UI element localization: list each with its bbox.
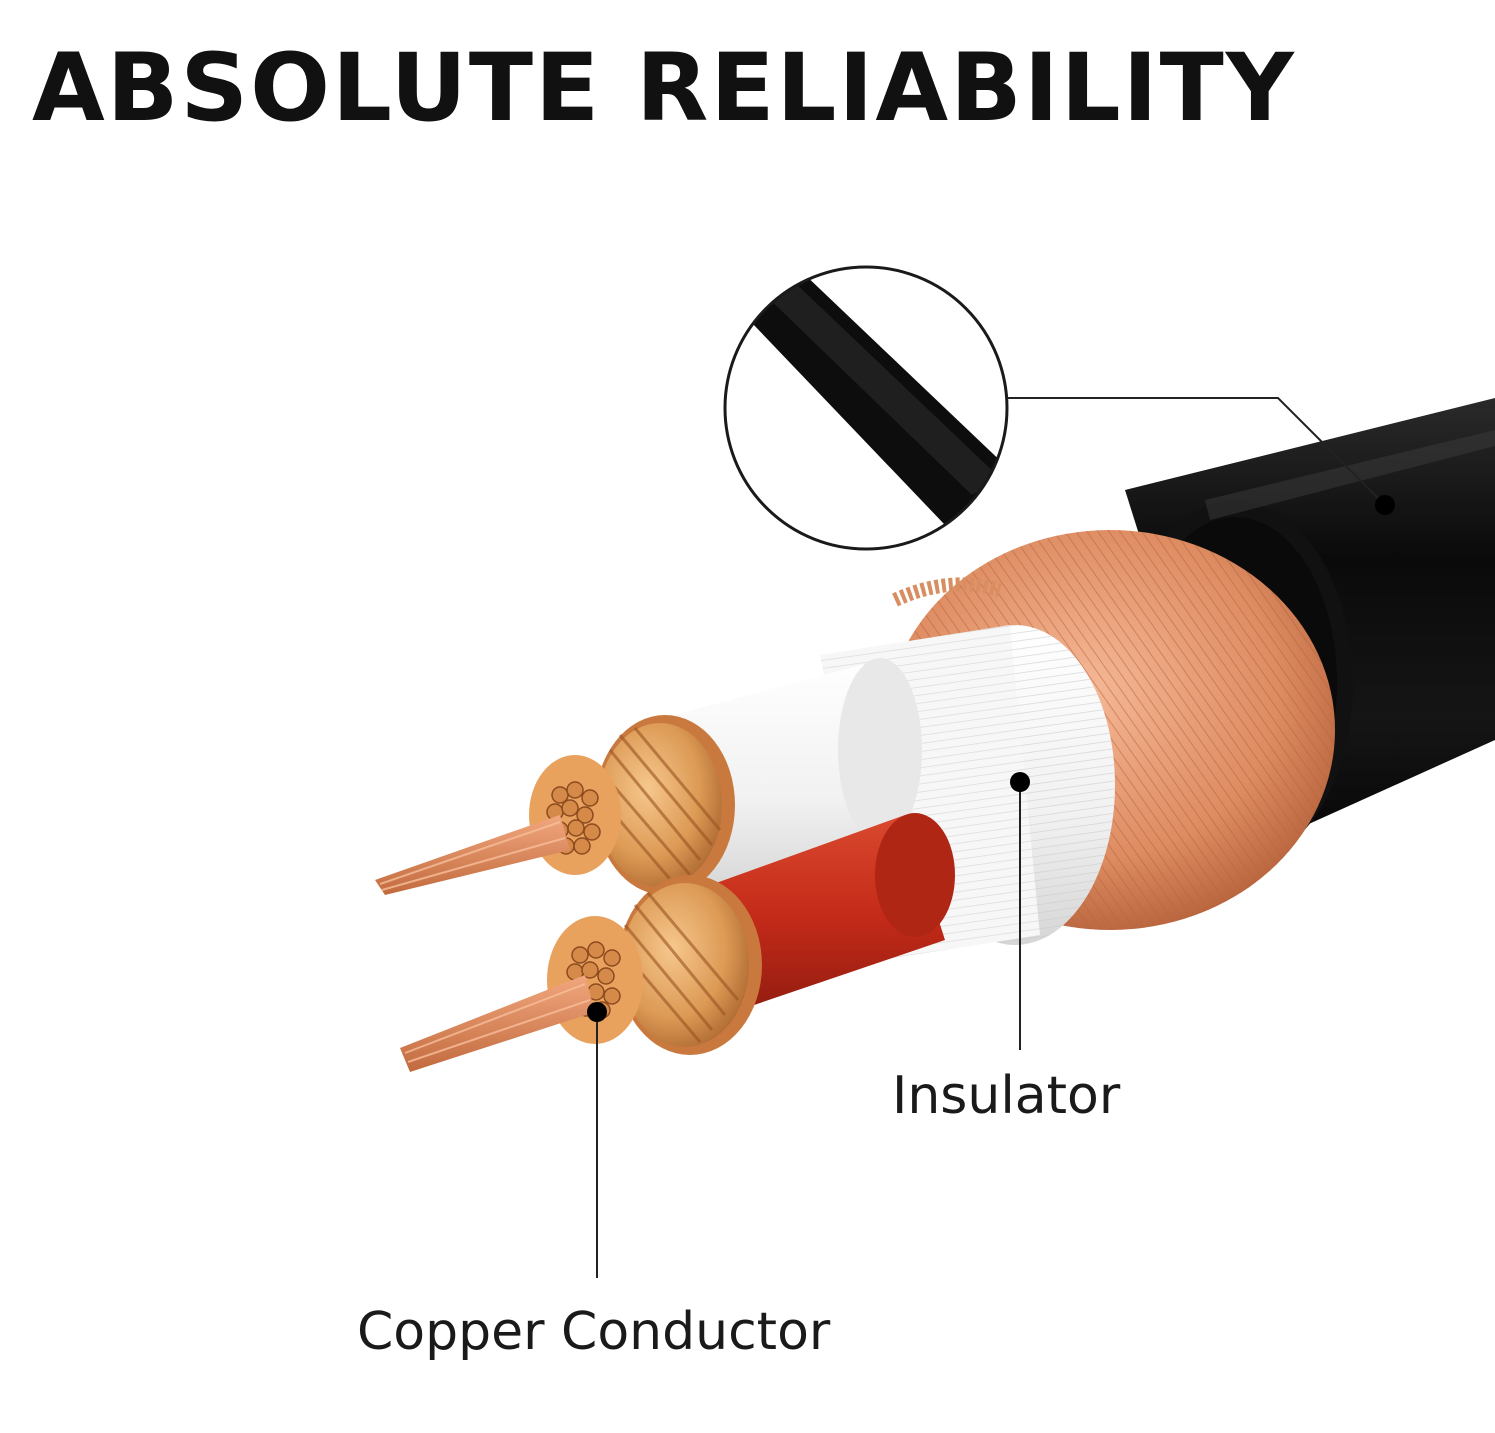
jacket-detail-magnifier: [723, 265, 1009, 551]
jacket-leader: [1007, 397, 1395, 515]
bottom-conductor: [400, 875, 762, 1072]
conductor-leader: [587, 1002, 607, 1278]
headline: ABSOLUTE RELIABILITY: [32, 34, 1296, 143]
insulator-leader: [1010, 772, 1030, 1050]
copper-conductor-label: Copper Conductor: [357, 1302, 831, 1362]
insulator-label: Insulator: [892, 1066, 1121, 1126]
top-conductor: [375, 715, 735, 895]
